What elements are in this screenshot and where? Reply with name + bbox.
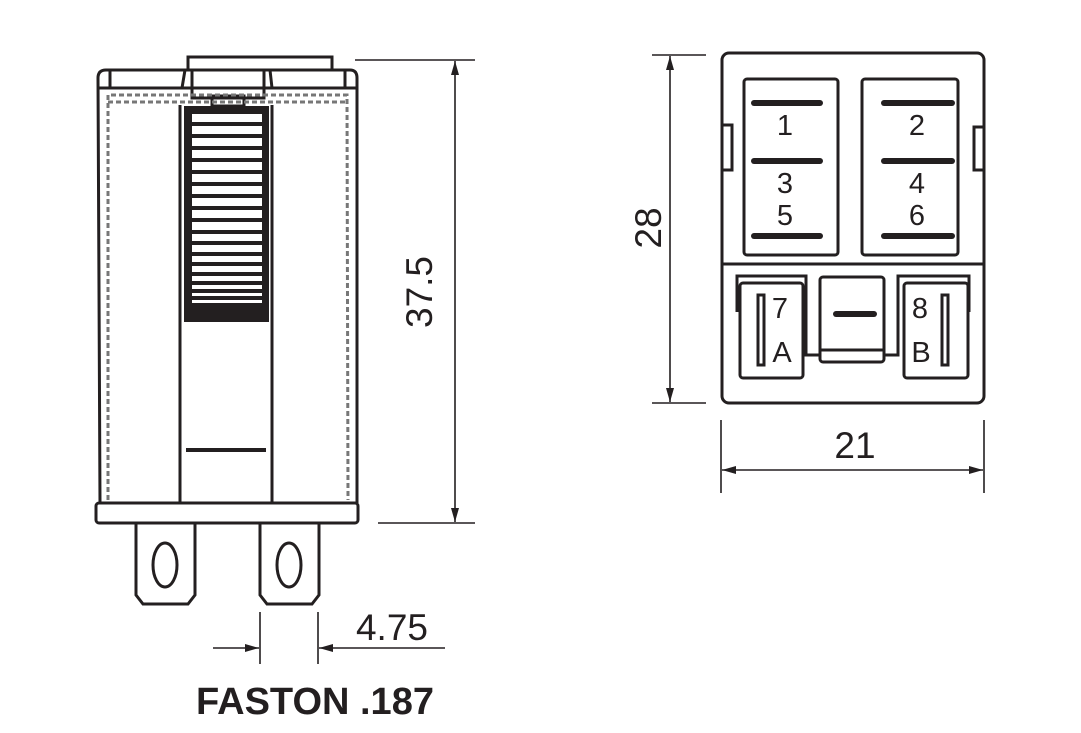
relay-bottom-view: 1 3 5 2 4 6 7 A 8 B <box>720 51 986 405</box>
height-label: 37.5 <box>399 256 440 328</box>
depth-dimension: 28 <box>628 54 706 404</box>
depth-label: 28 <box>628 207 669 248</box>
pin-4: 4 <box>909 168 925 200</box>
terminal-width-label: 4.75 <box>356 607 428 648</box>
pin-5: 5 <box>777 200 793 232</box>
terminal-right <box>258 523 321 606</box>
relay-side-view <box>94 55 360 606</box>
pin-8: 8 <box>912 293 928 325</box>
width-label: 21 <box>834 425 875 466</box>
terminal-width-dimension: 4.75 <box>213 607 445 664</box>
pin-1: 1 <box>777 110 793 142</box>
terminal-type-label: FASTON .187 <box>196 681 434 723</box>
pin-6: 6 <box>909 200 925 232</box>
pin-3: 3 <box>777 168 793 200</box>
pin-7: 7 <box>772 293 788 325</box>
pin-a: A <box>772 337 792 369</box>
height-dimension: 37.5 <box>355 59 475 524</box>
terminal-left <box>134 523 197 606</box>
pin-2: 2 <box>909 110 925 142</box>
pin-b: B <box>911 337 930 369</box>
width-dimension: 21 <box>720 420 985 493</box>
